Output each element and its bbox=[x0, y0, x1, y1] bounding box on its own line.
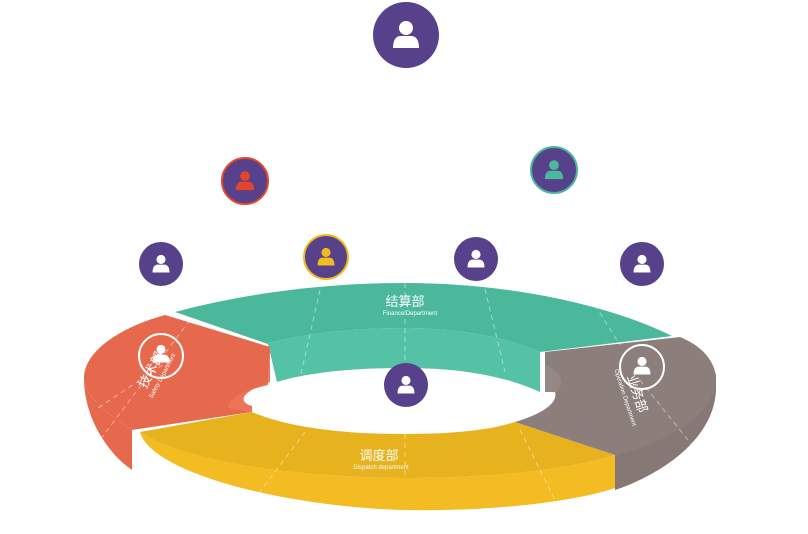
dispatch-segment-side bbox=[140, 432, 615, 511]
dispatch-subtitle: Dispatch department bbox=[353, 465, 409, 471]
avatar-ring-right-outline bbox=[619, 344, 665, 390]
safety-segment-side bbox=[84, 378, 132, 470]
avatar-ring-left-outline bbox=[138, 333, 184, 379]
dispatch-title: 调度部 bbox=[359, 448, 398, 464]
avatar-row-yellow bbox=[303, 234, 349, 280]
finance-segment-top bbox=[175, 283, 672, 352]
operation-segment-side bbox=[615, 372, 716, 490]
avatar-row-far-left bbox=[139, 242, 183, 286]
dispatch-segment-top bbox=[140, 412, 615, 478]
avatar-outline bbox=[138, 333, 184, 379]
avatar-ring-center bbox=[384, 363, 428, 407]
finance-subtitle: Finance Department bbox=[383, 311, 438, 317]
avatar-row-far-right bbox=[620, 242, 664, 286]
avatar-top-center bbox=[373, 2, 439, 68]
ring-guide-lines bbox=[94, 283, 701, 506]
safety-segment-inner bbox=[228, 347, 270, 412]
finance-segment-inner bbox=[268, 328, 540, 392]
operation-segment-inner bbox=[545, 352, 562, 392]
avatar-mid-left-red bbox=[221, 157, 269, 205]
avatar-mid-right-teal bbox=[530, 146, 578, 194]
avatar-row-center bbox=[454, 237, 498, 281]
avatar-outline bbox=[619, 344, 665, 390]
operation-segment-top bbox=[515, 337, 716, 455]
finance-title: 结算部 bbox=[385, 295, 424, 310]
